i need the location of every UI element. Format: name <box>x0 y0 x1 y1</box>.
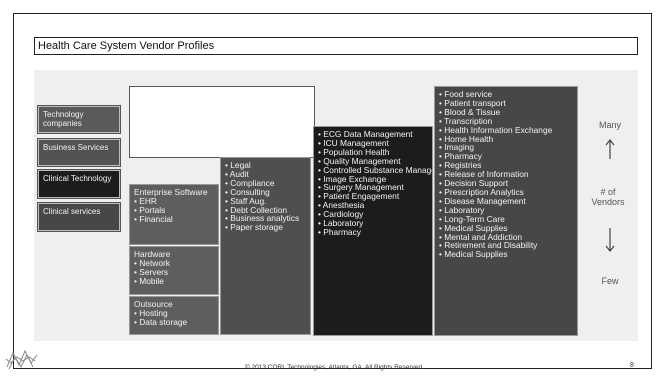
legend-technology-companies: Technology companies <box>37 105 121 134</box>
list-item: • Surgery Management <box>318 182 404 193</box>
arrow-up-icon <box>605 139 615 159</box>
list-item: • Decision Support <box>439 178 509 189</box>
outsource-box: Outsource • Hosting• Data storage <box>129 296 219 335</box>
clinical-services-list: • Food service• Patient transport• Blood… <box>439 90 577 259</box>
list-item: • Paper storage <box>225 222 283 233</box>
scale-few-label: Few <box>601 276 619 286</box>
legend-clinical-services: Clinical services <box>37 202 121 232</box>
list-item: • Registries <box>439 160 482 171</box>
list-item: • Medical Supplies <box>439 249 508 260</box>
list-item: • Data storage <box>134 316 188 327</box>
footer-copyright: © 2013 CORL Technologies, Atlanta, GA. A… <box>244 364 423 371</box>
clinical-services-box: • Food service• Patient transport• Blood… <box>434 86 578 336</box>
list-item: • Network <box>134 257 170 268</box>
list-item: • Transcription <box>439 115 493 126</box>
outsource-list: • Hosting• Data storage <box>134 309 218 327</box>
list-item: • EHR <box>134 195 157 206</box>
list-item: • Disease Management <box>439 195 526 206</box>
business-services-box: • Legal• Audit• Compliance• Consulting• … <box>220 157 311 335</box>
clinical-technology-list: • ECG Data Management• ICU Management• P… <box>318 130 432 237</box>
list-item: • Portals <box>134 204 166 215</box>
list-item: • Quality Management <box>318 155 401 166</box>
clinical-technology-box: • ECG Data Management• ICU Management• P… <box>313 126 433 336</box>
list-item: • Laboratory <box>439 204 485 215</box>
outsource-heading: Outsource <box>134 299 173 309</box>
list-item: • Financial <box>134 213 173 224</box>
list-item: • Anesthesia <box>318 200 365 211</box>
list-item: • Medical Supplies <box>439 222 508 233</box>
scale-many-label: Many <box>598 120 621 130</box>
scale-vendors-label: # of Vendors <box>591 187 625 207</box>
list-item: • Pharmacy <box>318 226 361 237</box>
list-item: • Legal <box>225 160 251 170</box>
enterprise-software-list: • EHR• Portals• Financial <box>134 197 218 224</box>
list-item: • Compliance <box>225 177 275 188</box>
company-logo <box>5 349 38 370</box>
list-item: • Cardiology <box>318 209 364 220</box>
list-item: • Population Health <box>318 146 390 157</box>
slide-title: Health Care System Vendor Profiles <box>34 37 638 55</box>
enterprise-software-heading: Enterprise Software <box>134 187 208 197</box>
list-item: • Prescription Analytics <box>439 186 524 197</box>
list-item: • Servers <box>134 266 169 277</box>
list-item: • Health Information Exchange <box>439 124 553 135</box>
staircase-backdrop <box>129 86 315 158</box>
list-item: • Imaging <box>439 142 475 153</box>
page-number: 8 <box>630 362 634 369</box>
list-item: • Controlled Substance Management System… <box>318 164 432 175</box>
list-item: • Retirement and Disability <box>439 240 538 251</box>
list-item: • Patient Engagement <box>318 191 400 202</box>
list-item: • Debt Collection <box>225 204 288 215</box>
list-item: • Consulting <box>225 186 270 197</box>
list-item: • ECG Data Management <box>318 129 413 139</box>
list-item: • Release of Information <box>439 169 529 180</box>
list-item: • Hosting <box>134 307 168 318</box>
list-item: • Blood & Tissue <box>439 106 501 117</box>
list-item: • Mobile <box>134 275 164 286</box>
list-item: • Home Health <box>439 133 494 144</box>
arrow-down-icon <box>605 228 615 252</box>
legend-business-services: Business Services <box>37 138 121 167</box>
hardware-box: Hardware • Network• Servers• Mobile <box>129 246 219 295</box>
list-item: • ICU Management <box>318 137 389 148</box>
hardware-heading: Hardware <box>134 249 171 259</box>
list-item: • Business analytics <box>225 213 300 224</box>
enterprise-software-box: Enterprise Software • EHR• Portals• Fina… <box>129 184 219 245</box>
list-item: • Mental and Addiction <box>439 231 523 242</box>
list-item: • Pharmacy <box>439 151 482 162</box>
list-item: • Long-Term Care <box>439 213 505 224</box>
business-services-list: • Legal• Audit• Compliance• Consulting• … <box>225 161 310 232</box>
list-item: • Audit <box>225 168 249 179</box>
list-item: • Staff Aug. <box>225 195 267 206</box>
list-item: • Food service <box>439 89 493 99</box>
list-item: • Patient transport <box>439 97 506 108</box>
list-item: • Laboratory <box>318 218 364 229</box>
hardware-list: • Network• Servers• Mobile <box>134 259 218 286</box>
legend-clinical-technology: Clinical Technology <box>37 169 121 199</box>
list-item: • Image Exchange <box>318 173 387 184</box>
